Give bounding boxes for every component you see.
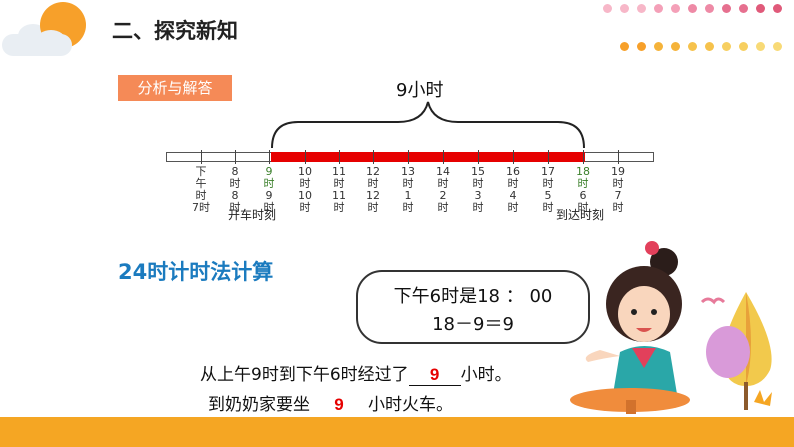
timeline-tick [373,150,374,164]
timeline-tick [201,150,202,164]
brace-icon [268,100,588,152]
footer-bar [0,414,794,447]
timeline-tick [235,150,236,164]
elapsed-segment [271,152,585,162]
question-2-suffix: 小时火车。 [368,395,453,415]
start-time-label: 开车时刻 [228,206,276,223]
timeline-tick [548,150,549,164]
cloud-decoration [36,30,66,52]
timeline-tick [408,150,409,164]
arrive-time-label: 到达时刻 [556,206,604,223]
answer-blank-2[interactable]: 9 [310,395,368,416]
method-title: 24时计时法计算 [118,256,273,286]
calculation-box: 下午6时是18 ： 00 18－9＝9 [356,270,590,344]
answer-blank-1[interactable]: 9 [409,365,461,386]
analysis-badge: 分析与解答 [118,75,232,101]
question-1-suffix: 小时。 [461,365,512,385]
question-2-prefix: 到奶奶家要坐 [208,395,310,415]
calc-line-conversion: 下午6时是18 ： 00 [358,282,588,308]
tree-illustration [696,286,792,410]
timeline-tick [443,150,444,164]
calc-line-equation: 18－9＝9 [358,310,588,336]
footer-divider [0,414,794,417]
timeline-tick [478,150,479,164]
question-1-prefix: 从上午9时到下午6时经过了 [200,365,409,385]
timeline-tick [305,150,306,164]
section-title: 二、探究新知 [112,18,252,44]
timeline-tick [618,150,619,164]
timeline-tick [269,150,270,164]
duration-label: 9小时 [396,76,443,102]
timeline-tick [583,150,584,164]
timeline-tick [339,150,340,164]
girl-illustration [560,240,700,416]
timeline-tick [513,150,514,164]
